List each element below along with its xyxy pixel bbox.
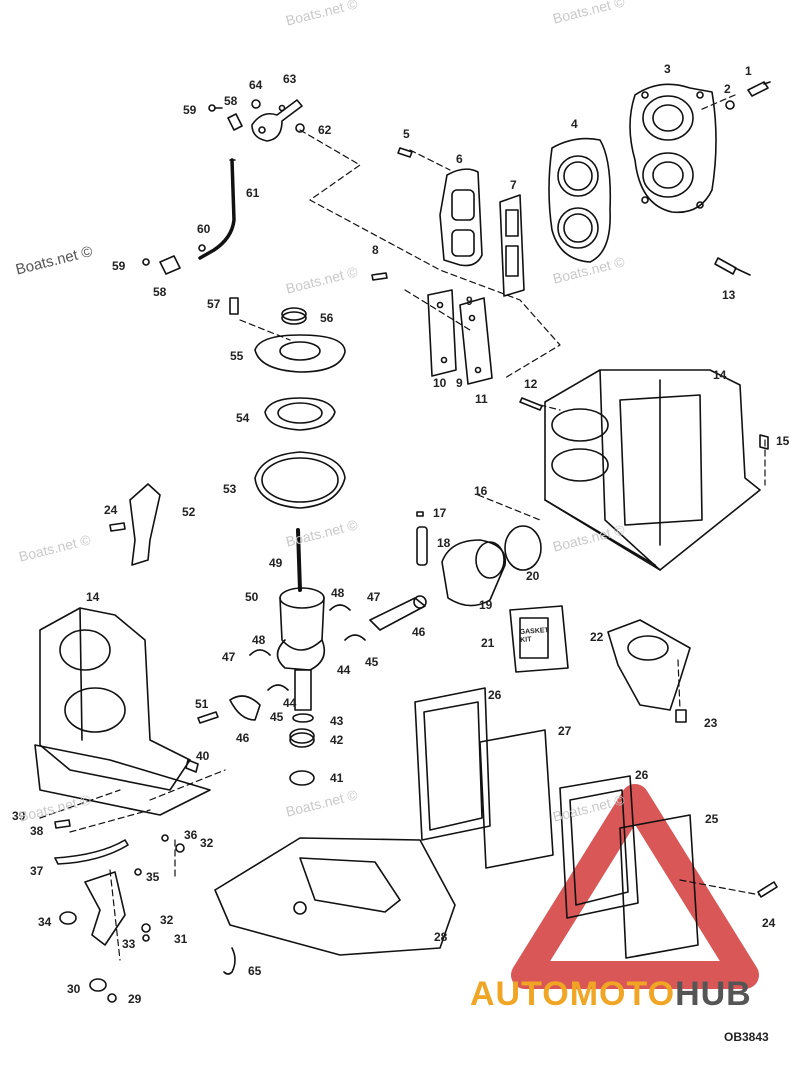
- callout-56: 56: [320, 311, 334, 325]
- callout-7: 7: [510, 178, 517, 192]
- callout-39: 39: [12, 809, 26, 823]
- callout-6: 6: [456, 152, 463, 166]
- callout-41: 41: [330, 771, 344, 785]
- callout-5: 5: [403, 127, 410, 141]
- callout-58a: 58: [224, 94, 238, 108]
- reed-plates: [427, 289, 493, 385]
- callout-15: 15: [776, 434, 790, 448]
- callout-14a: 14: [713, 368, 727, 382]
- callout-20: 20: [526, 569, 540, 583]
- callout-47a: 47: [367, 590, 381, 604]
- callout-48b: 48: [252, 633, 266, 647]
- callout-51: 51: [195, 697, 209, 711]
- callout-34: 34: [38, 915, 52, 929]
- callout-11: 11: [475, 392, 488, 406]
- callout-52: 52: [182, 505, 196, 519]
- callout-57: 57: [207, 297, 221, 311]
- callout-46b: 46: [236, 731, 250, 745]
- callout-58b: 58: [153, 285, 167, 299]
- callout-36: 36: [184, 828, 198, 842]
- throttle-linkage: [142, 99, 305, 275]
- callout-13: 13: [722, 288, 736, 302]
- callout-4: 4: [571, 117, 578, 131]
- callout-40: 40: [196, 749, 210, 763]
- callout-50: 50: [245, 590, 259, 604]
- callout-28: 28: [434, 930, 448, 944]
- callout-59a: 59: [183, 103, 197, 117]
- callout-60: 60: [197, 222, 211, 236]
- callout-3: 3: [664, 62, 671, 76]
- callout-24a: 24: [104, 503, 118, 517]
- callout-31: 31: [174, 932, 188, 946]
- callout-45a: 45: [365, 655, 379, 669]
- piston-parts: [416, 511, 569, 673]
- outlet-housing: [607, 619, 691, 723]
- callout-26a: 26: [488, 688, 502, 702]
- logo-triangle: [511, 784, 759, 989]
- callout-1: 1: [745, 64, 752, 78]
- crankshaft-assembly: [197, 528, 427, 786]
- callout-16: 16: [474, 484, 488, 498]
- callout-59b: 59: [112, 259, 126, 273]
- callout-21: 21: [481, 636, 495, 650]
- callout-35: 35: [146, 870, 160, 884]
- callout-26b: 26: [635, 768, 649, 782]
- callout-18: 18: [437, 536, 451, 550]
- callout-47b: 47: [222, 650, 236, 664]
- callout-43: 43: [330, 714, 344, 728]
- callout-61: 61: [246, 186, 260, 200]
- callout-17: 17: [433, 506, 447, 520]
- callout-2: 2: [724, 82, 731, 96]
- callout-25: 25: [705, 812, 719, 826]
- callout-27: 27: [558, 724, 572, 738]
- callout-54: 54: [236, 411, 250, 425]
- crankcase-upper: [519, 369, 769, 571]
- callout-29: 29: [128, 992, 142, 1006]
- callout-14b: 14: [86, 590, 100, 604]
- callout-23: 23: [704, 716, 718, 730]
- callout-63: 63: [283, 72, 297, 86]
- callout-24b: 24: [762, 916, 776, 930]
- callout-30: 30: [67, 982, 81, 996]
- callout-53: 53: [223, 482, 237, 496]
- logo-text-part1: AUTOMOTO: [470, 975, 676, 1013]
- callout-32a: 32: [200, 836, 214, 850]
- callout-44a: 44: [337, 663, 351, 677]
- lower-linkage: [54, 819, 185, 1003]
- callout-37: 37: [30, 864, 44, 878]
- callout-64: 64: [249, 78, 263, 92]
- callout-48a: 48: [331, 586, 345, 600]
- callout-44b: 44: [283, 696, 297, 710]
- bracket-52: [109, 483, 161, 566]
- callout-33: 33: [122, 937, 136, 951]
- callout-22: 22: [590, 630, 604, 644]
- crankcase-lower: [34, 607, 211, 816]
- callout-38: 38: [30, 824, 44, 838]
- callout-19: 19: [479, 598, 493, 612]
- callout-55: 55: [230, 349, 244, 363]
- callout-62: 62: [318, 123, 332, 137]
- gasket-plates: [214, 687, 778, 975]
- callout-46a: 46: [412, 625, 426, 639]
- exhaust-cover-parts: [371, 81, 771, 297]
- bearing-housing: [229, 297, 346, 509]
- automotohub-logo: AUTOMOTOHUB: [470, 975, 752, 1014]
- callout-65: 65: [248, 964, 262, 978]
- callout-49: 49: [269, 556, 283, 570]
- callout-9b: 9: [456, 376, 463, 390]
- callout-10: 10: [433, 376, 447, 390]
- gasket-kit-label: GASKET KIT: [519, 627, 550, 645]
- callout-9a: 9: [466, 294, 473, 308]
- callout-12: 12: [524, 377, 538, 391]
- logo-text-part2: HUB: [675, 975, 752, 1013]
- callout-45b: 45: [270, 710, 284, 724]
- callout-32b: 32: [160, 913, 174, 927]
- callout-8: 8: [372, 243, 379, 257]
- callout-42: 42: [330, 733, 344, 747]
- diagram-reference: OB3843: [724, 1030, 769, 1044]
